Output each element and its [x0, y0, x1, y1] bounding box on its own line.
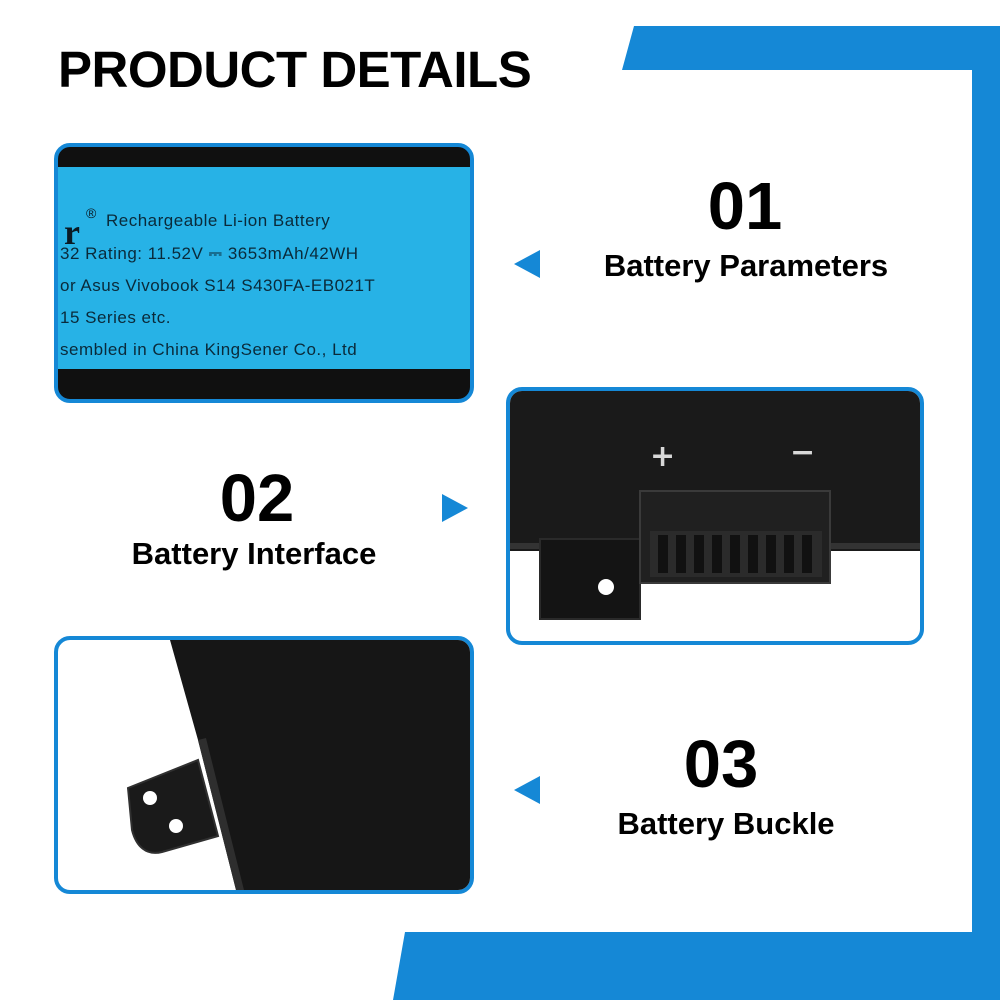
feature-caption-parameters: Battery Parameters — [603, 248, 889, 283]
feature-number-01: 01 — [707, 169, 783, 244]
feature-caption-interface: Battery Interface — [131, 536, 377, 571]
label-line-2: 32 Rating: 11.52V ⎓ 3653mAh/42WH — [60, 244, 359, 263]
brand-logo: r — [64, 212, 80, 252]
feature-number-02: 02 — [219, 461, 295, 536]
pointer-right-arrow-icon — [442, 494, 468, 522]
page-title: PRODUCT DETAILS — [58, 41, 532, 98]
label-line-3: or Asus Vivobook S14 S430FA-EB021T — [60, 276, 376, 295]
label-line-5: sembled in China KingSener Co., Ltd — [60, 340, 358, 359]
minus-terminal-mark: − — [790, 435, 816, 470]
battery-buckle-photo — [54, 636, 474, 894]
pointer-left-arrow-icon-2 — [514, 776, 540, 804]
pointer-left-arrow-icon — [514, 250, 540, 278]
label-line-1: Rechargeable Li-ion Battery — [106, 211, 331, 230]
plus-terminal-mark: + — [650, 439, 676, 474]
registered-mark: ® — [86, 205, 97, 221]
label-sticker: r ® Rechargeable Li-ion Battery 32 Ratin… — [58, 167, 470, 369]
connector-illustration — [510, 391, 920, 620]
label-line-4: 15 Series etc. — [60, 308, 171, 327]
feature-caption-buckle: Battery Buckle — [617, 806, 835, 841]
buckle-illustration — [126, 640, 470, 890]
feature-number-03: 03 — [683, 727, 759, 802]
battery-interface-photo: + − — [506, 387, 924, 645]
battery-label-photo: r ® Rechargeable Li-ion Battery 32 Ratin… — [54, 143, 474, 403]
